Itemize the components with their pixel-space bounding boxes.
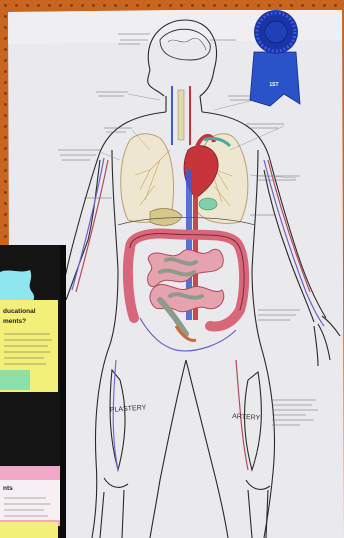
- trachea: [178, 90, 184, 140]
- puzzle-piece: [0, 270, 34, 304]
- ribbon-rosette: [254, 10, 298, 54]
- note-question-line: ducational: [3, 308, 36, 315]
- stomach: [199, 198, 217, 210]
- note-bottom-line: nts: [3, 485, 13, 492]
- sticky-note-green: [0, 370, 30, 390]
- ribbon-place: 1ST: [269, 82, 278, 88]
- ribbon-tail: [250, 52, 300, 106]
- black-board: ducational ments? nts: [0, 245, 66, 538]
- sticky-note-yellow-bottom: [0, 522, 58, 538]
- blue-ribbon: 1ST: [250, 10, 300, 106]
- note-question-line: ments?: [3, 318, 26, 325]
